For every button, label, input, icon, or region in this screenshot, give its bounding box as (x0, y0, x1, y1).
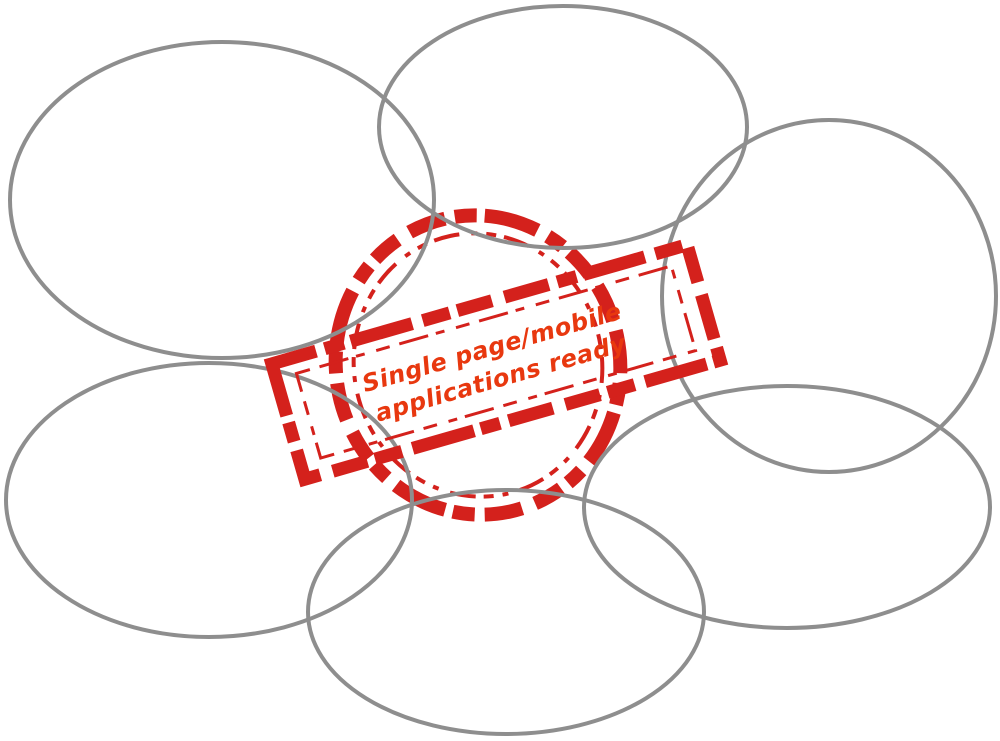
stamp-banner: Single page/mobile applications ready (263, 236, 729, 488)
ellipse-bottom-left (4, 361, 414, 639)
ring-group (4, 4, 998, 736)
ellipse-bottom-right (582, 384, 992, 630)
ellipse-right (660, 118, 998, 474)
ellipse-top-left (8, 40, 436, 360)
ellipse-bottom-center (306, 488, 706, 736)
ellipse-top-center (377, 4, 749, 250)
